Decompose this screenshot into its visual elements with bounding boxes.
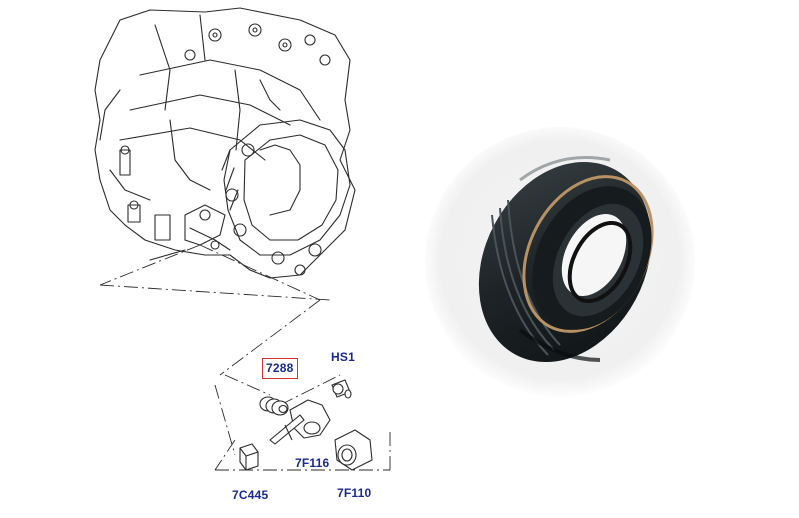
part-label-7c445[interactable]: 7C445 [232,488,269,502]
part-label-7288[interactable]: 7288 [266,361,294,375]
part-label-7f116[interactable]: 7F116 [295,456,330,470]
part-label-hs1[interactable]: HS1 [331,350,355,364]
seal-bore [561,213,627,297]
part-label-7f110[interactable]: 7F110 [337,486,372,500]
part-7288-highlight [262,358,298,379]
